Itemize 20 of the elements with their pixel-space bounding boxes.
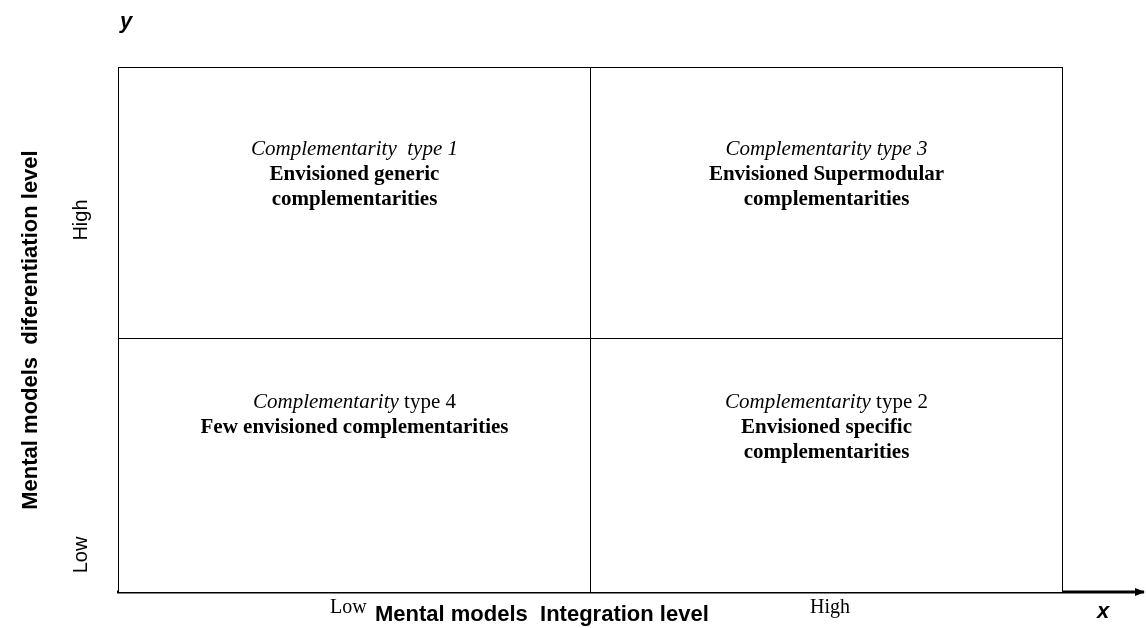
type-heading: Complementarity type 2 bbox=[724, 389, 929, 414]
axis-tick-label: High bbox=[810, 595, 850, 618]
quadrant-title: Envisioned specific complementarities bbox=[740, 414, 913, 464]
axis-tick-label: Low bbox=[330, 595, 367, 618]
top-left-quadrant bbox=[118, 67, 591, 339]
type-heading: Complementarity type 4 bbox=[252, 389, 457, 414]
top-right-quadrant bbox=[590, 67, 1063, 339]
bottom-right-quadrant bbox=[590, 338, 1063, 593]
type-heading: Complementarity type 1 bbox=[249, 136, 459, 161]
axis-title: Mental models diferentiation level bbox=[17, 150, 43, 510]
axis-tick-label: Low bbox=[68, 536, 92, 574]
type-heading: Complementarity type 3 bbox=[724, 136, 929, 161]
axis-letter: x bbox=[1097, 598, 1110, 624]
quadrant-title: Envisioned Supermodular complementarities bbox=[707, 161, 946, 211]
axis-tick-label: High bbox=[68, 199, 92, 241]
quadrant-title: Few envisioned complementarities bbox=[199, 414, 510, 439]
quadrant-title: Envisioned generic complementarities bbox=[268, 161, 441, 211]
bottom-left-quadrant bbox=[118, 338, 591, 593]
axis-letter: y bbox=[120, 8, 133, 34]
axis-title: Mental models Integration level bbox=[375, 601, 709, 627]
